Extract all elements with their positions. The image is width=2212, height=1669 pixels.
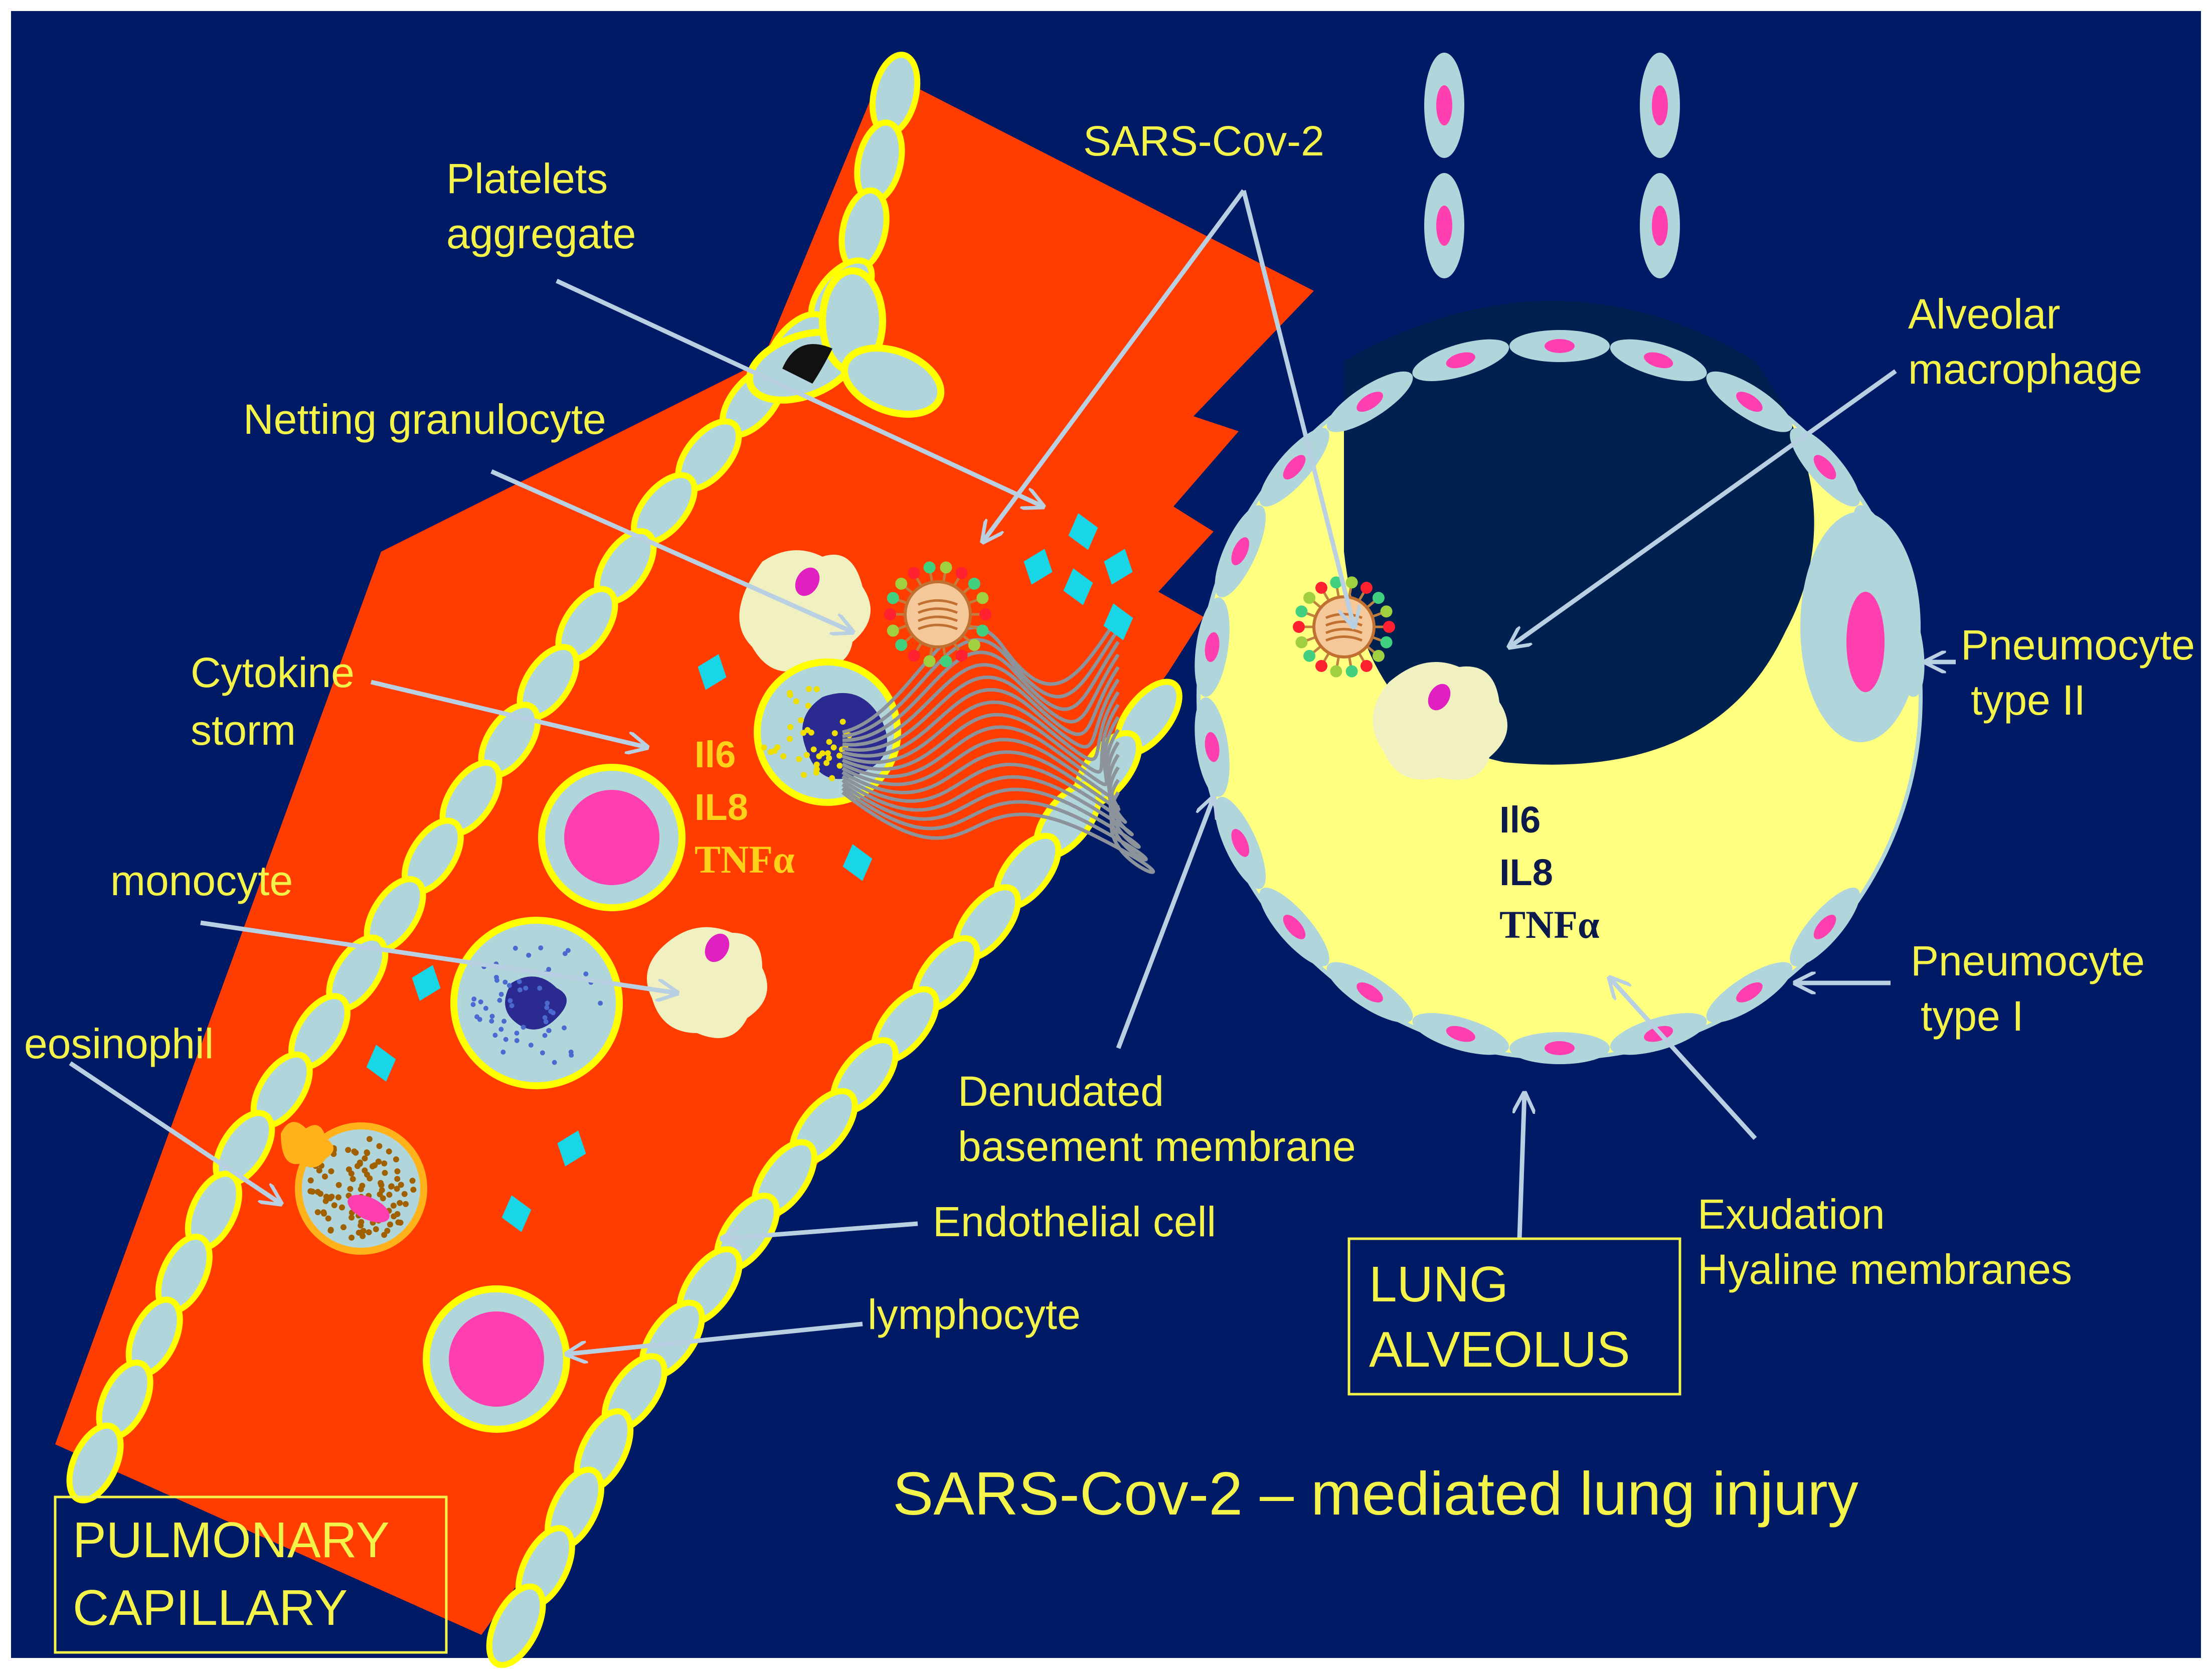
arrow-exudation xyxy=(1610,978,1757,1140)
cytokine-alv-il8: IL8 xyxy=(1499,852,1553,893)
lung-alveolus xyxy=(1195,53,1925,1064)
cytokine-particle xyxy=(1104,549,1133,585)
arrow-sars-to-capillary xyxy=(983,189,1246,542)
label-exudation-2: Hyaline membranes xyxy=(1697,1246,2072,1293)
label-arrows xyxy=(69,189,1956,1354)
label-pneumocyte-i-1: Pneumocyte xyxy=(1911,937,2145,984)
cytokine-particle xyxy=(412,965,441,1001)
label-alveolar-1: Alveolar xyxy=(1908,290,2060,338)
box-lung-2: ALVEOLUS xyxy=(1369,1321,1630,1378)
alveolar-macrophage xyxy=(1373,662,1507,780)
cytokine-particle xyxy=(1068,513,1098,550)
lymphocyte-lower xyxy=(423,1285,570,1433)
pneumocytes-type-i xyxy=(1195,330,1925,1064)
cytokine-particle xyxy=(842,844,873,881)
arrow-platelets xyxy=(556,278,1043,507)
cytokine-alv-il6: Il6 xyxy=(1499,799,1541,841)
label-pneumocyte-i-2: type I xyxy=(1921,992,2023,1040)
endothelial-cell xyxy=(486,1583,546,1668)
endothelial-cell xyxy=(66,1422,124,1504)
label-denuded-2: basement membrane xyxy=(958,1123,1356,1170)
cytokine-particle xyxy=(366,1045,396,1082)
label-pneumocyte-ii-2: type II xyxy=(1971,677,2086,724)
box-lung-1: LUNG xyxy=(1369,1256,1508,1312)
cytokine-cap-il6: Il6 xyxy=(695,734,736,775)
cytokine-cap-il8: IL8 xyxy=(695,786,748,828)
pulmonary-capillary-box: PULMONARY CAPILLARY xyxy=(54,1495,448,1654)
eosinophil xyxy=(281,1122,427,1255)
labels: SARS-Cov-2 Platelets aggregate Netting g… xyxy=(24,117,2195,1528)
arrow-alveolar-macrophage xyxy=(1509,369,1897,647)
label-netting-granulocyte: Netting granulocyte xyxy=(243,396,606,443)
cytokine-particle xyxy=(557,1130,586,1166)
label-platelets-2: aggregate xyxy=(446,210,636,257)
cytokine-particle xyxy=(1024,549,1053,585)
arrow-lymphocyte xyxy=(567,1321,863,1354)
granules xyxy=(761,686,853,781)
endothelial-wall-right xyxy=(486,679,1182,1668)
arrow-eosinophil xyxy=(69,1061,281,1204)
cytokine-particle xyxy=(1103,603,1133,640)
monocyte xyxy=(450,917,623,1089)
label-monocyte: monocyte xyxy=(110,857,293,904)
arrow-lung-alveolus xyxy=(1519,1093,1524,1239)
arrow-denuded xyxy=(1116,797,1214,1049)
macrophage-capillary-middle xyxy=(647,927,767,1038)
arrow-endothelial xyxy=(722,1221,918,1239)
lymphocyte-upper xyxy=(538,764,686,911)
cytokine-particle xyxy=(1063,568,1093,605)
box-pulm-1: PULMONARY xyxy=(73,1512,390,1568)
arrow-netting xyxy=(490,469,853,632)
arrow-sars-to-alveolus xyxy=(1241,190,1354,627)
box-pulm-2: CAPILLARY xyxy=(73,1580,348,1636)
cytokine-particles xyxy=(366,513,1133,1232)
label-cytokine-1: Cytokine xyxy=(191,649,355,696)
bronchiole-cells xyxy=(1424,53,1680,278)
label-endothelial: Endothelial cell xyxy=(933,1198,1216,1245)
cytokine-particle xyxy=(698,654,727,690)
label-sars-cov-2: SARS-Cov-2 xyxy=(1083,117,1324,164)
figure-caption: SARS-Cov-2 – mediated lung injury xyxy=(893,1459,1858,1528)
label-alveolar-2: macrophage xyxy=(1908,346,2142,393)
pneumocyte-type-ii xyxy=(1800,512,1921,742)
label-exudation-1: Exudation xyxy=(1697,1191,1885,1238)
label-platelets-1: Platelets xyxy=(446,155,608,202)
label-denuded-1: Denudated xyxy=(958,1068,1164,1115)
pulmonary-capillary xyxy=(55,52,1314,1668)
label-pneumocyte-ii-1: Pneumocyte xyxy=(1961,621,2195,669)
arrow-monocyte xyxy=(200,920,677,993)
arrow-cytokine xyxy=(370,680,647,747)
alveolus-air-space xyxy=(1344,301,1814,765)
label-cytokine-2: storm xyxy=(191,707,296,754)
netting-granulocyte xyxy=(754,616,1155,874)
cytokine-alv-tnf: TNFα xyxy=(1499,903,1600,946)
cytokine-cap-tnf: TNFα xyxy=(695,838,795,881)
label-lymphocyte: lymphocyte xyxy=(868,1291,1081,1338)
lung-alveolus-box: LUNG ALVEOLUS xyxy=(1347,1237,1681,1396)
neutrophil-extracellular-traps xyxy=(841,616,1155,874)
monocyte-granules xyxy=(470,945,603,1065)
label-eosinophil: eosinophil xyxy=(24,1020,214,1067)
sars-cov-2-virion-capillary xyxy=(884,561,991,667)
cytokine-particle xyxy=(501,1195,532,1232)
